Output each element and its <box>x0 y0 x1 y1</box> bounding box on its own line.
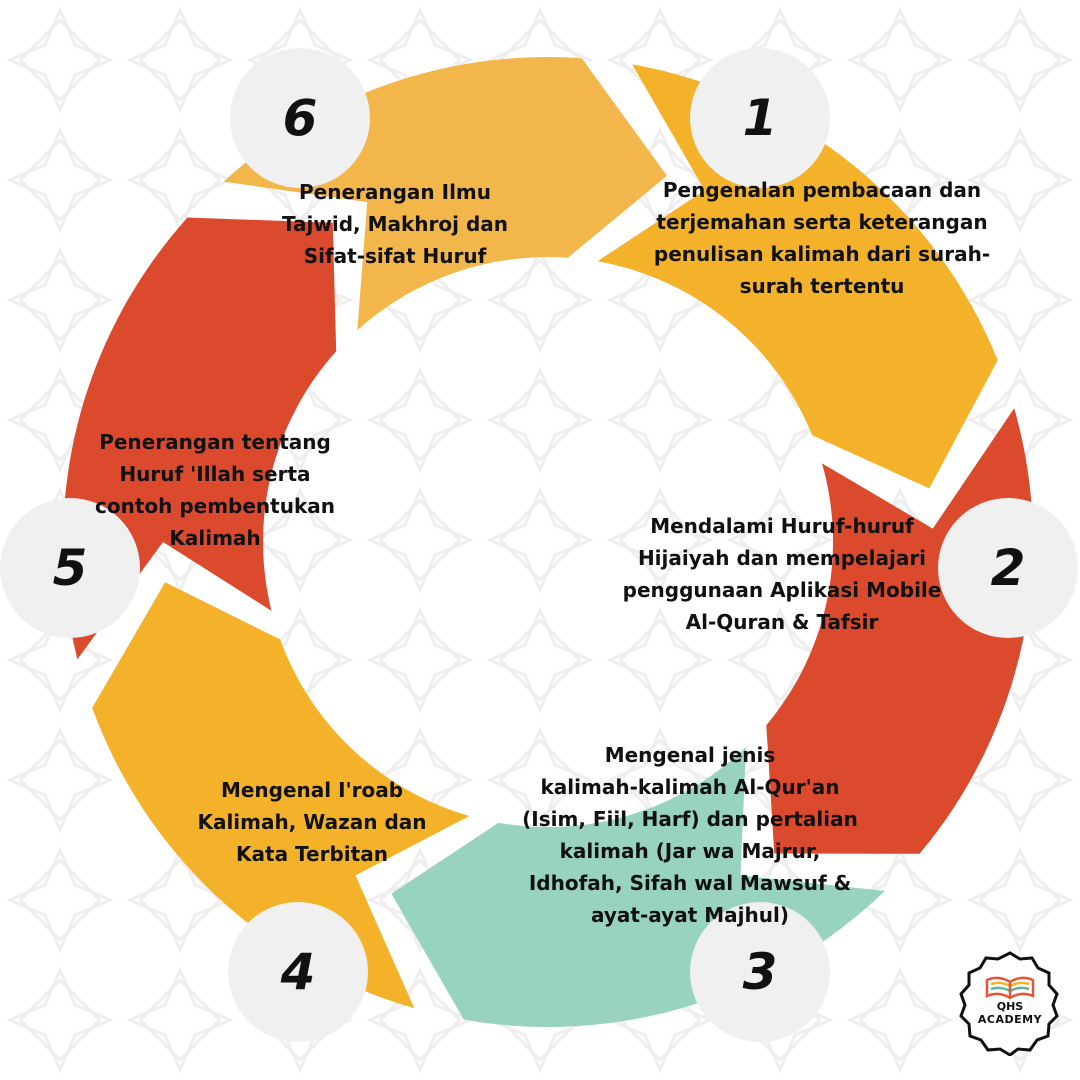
step-1-label: Pengenalan pembacaan dan terjemahan sert… <box>653 178 991 298</box>
step-3-number-circle: 3 <box>690 902 830 1042</box>
step-6-number-circle: 6 <box>230 48 370 188</box>
step-4-label: Mengenal I'roab Kalimah, Wazan dan Kata … <box>197 778 427 866</box>
step-2-label: Mendalami Huruf-huruf Hijaiyah dan mempe… <box>622 514 942 634</box>
step-6-number: 6 <box>282 89 318 147</box>
step-3-number: 3 <box>742 943 778 1001</box>
logo-text-line1: QHS <box>996 1000 1024 1013</box>
step-2-number: 2 <box>990 539 1026 597</box>
step-6-label: Penerangan Ilmu Tajwid, Makhroj dan Sifa… <box>281 180 509 268</box>
step-5-label: Penerangan tentang Huruf 'Illah serta co… <box>94 430 335 550</box>
step-4-number: 4 <box>280 943 316 1001</box>
step-3-label: Mengenal jenis kalimah-kalimah Al-Qur'an… <box>522 743 858 927</box>
step-1-number: 1 <box>742 89 778 147</box>
step-5-number-circle: 5 <box>0 498 140 638</box>
step-1-number-circle: 1 <box>690 48 830 188</box>
open-book-icon <box>985 976 1035 1000</box>
logo-text-line2: ACADEMY <box>977 1013 1043 1026</box>
step-5-number: 5 <box>52 539 88 597</box>
step-1-arrow-segment <box>597 64 998 489</box>
step-4-number-circle: 4 <box>228 902 368 1042</box>
logo-badge <box>959 951 1059 1056</box>
step-2-number-circle: 2 <box>938 498 1078 638</box>
qhs-academy-logo <box>959 951 1059 1056</box>
step-4-arrow-segment <box>92 582 470 1009</box>
